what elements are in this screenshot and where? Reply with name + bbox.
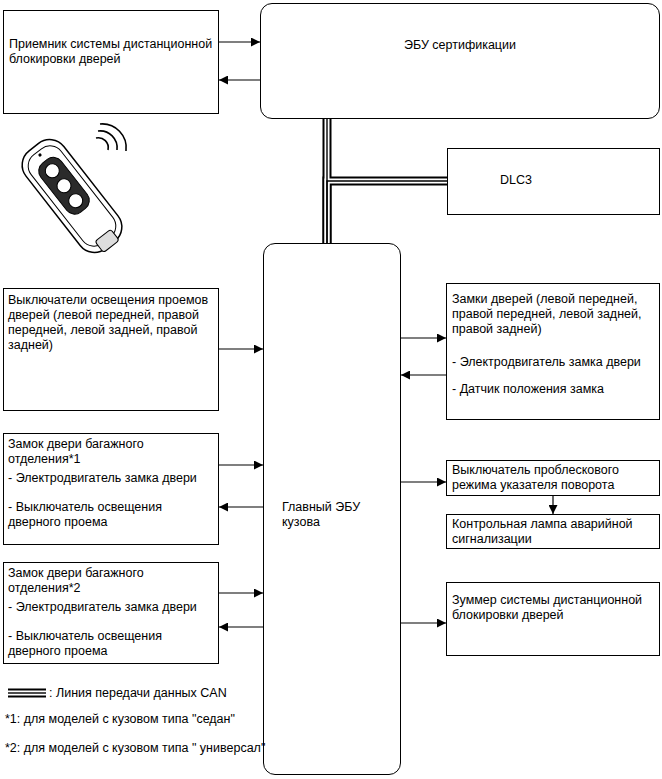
signal-arrow: [219, 506, 263, 507]
lock-box: Замок двери багажного отделения*1 - Элект…: [3, 433, 219, 545]
signal-arrow: [219, 464, 263, 465]
can-line-stripe: [327, 181, 447, 243]
signal-waves: [96, 124, 126, 151]
legend-row: : Линия передачи данных CAN: [8, 686, 227, 700]
node-item: - Датчик положения замка: [452, 382, 654, 397]
can-line-stripe: [327, 181, 447, 243]
node-item: - Электродвигатель замка двери: [8, 600, 213, 615]
node-item: - Электродвигатель замка двери: [452, 355, 654, 370]
lamp-box: Контрольная лампа аварийной сигнализации: [446, 514, 660, 549]
node-item: - Выключатель освещения дверного проема: [8, 629, 213, 659]
lock-box: Замок двери багажного отделения*2 - Элект…: [3, 562, 219, 664]
signal-arrow: [219, 592, 263, 593]
node-item: - Выключатель освещения дверного проема: [8, 500, 213, 530]
footnote: *2: для моделей с кузовом типа " универс…: [5, 741, 267, 757]
node-title: ЭБУ сертификации: [266, 38, 654, 53]
node-title: Выключатель проблескового режима указате…: [452, 463, 654, 493]
signal-arrow: [219, 41, 260, 42]
node-title: DLC3: [500, 173, 654, 188]
legend-text: : Линия передачи данных CAN: [49, 686, 227, 700]
node-title: Контрольная лампа аварийной сигнализации: [452, 517, 654, 547]
signal-arrow: [401, 374, 446, 375]
node-title: Главный ЭБУ кузова: [282, 500, 395, 530]
connector-box: DLC3: [447, 148, 660, 215]
node-item: - Электродвигатель замка двери: [8, 471, 213, 486]
ecu-box: Главный ЭБУ кузова: [263, 243, 401, 775]
signal-arrow: [552, 496, 553, 514]
signal-arrow: [219, 626, 263, 627]
key-fob: [15, 132, 130, 261]
signal-arrow: [219, 79, 260, 80]
signal-arrow: [401, 481, 446, 482]
node-title: Выключатели освещения проемов дверей (ле…: [8, 293, 213, 353]
signal-arrow: [401, 337, 446, 338]
node-title: Замок двери багажного отделения*1: [8, 437, 213, 467]
switch-box: Выключатели освещения проемов дверей (ле…: [3, 288, 219, 411]
switch-box: Выключатель проблескового режима указате…: [446, 460, 660, 496]
node-title: Замки дверей (левой передней, правой пер…: [452, 292, 654, 337]
ecu-box: ЭБУ сертификации: [260, 3, 660, 119]
footnote: *1: для моделей с кузовом типа "седан": [5, 712, 285, 728]
signal-arrow: [219, 348, 263, 349]
receiver-box: Приемник системы дистанционной блокировк…: [3, 10, 219, 114]
node-title: Зуммер системы дистанционной блокировки …: [452, 593, 654, 623]
node-title: Приемник системы дистанционной блокировк…: [9, 37, 213, 67]
signal-arrow: [401, 622, 446, 623]
can-bus-line: [327, 181, 447, 243]
buzzer-box: Зуммер системы дистанционной блокировки …: [446, 582, 660, 656]
node-title: Замок двери багажного отделения*2: [8, 566, 213, 596]
lock-box: Замки дверей (левой передней, правой пер…: [446, 283, 660, 420]
legend-line-sample: [8, 688, 46, 698]
